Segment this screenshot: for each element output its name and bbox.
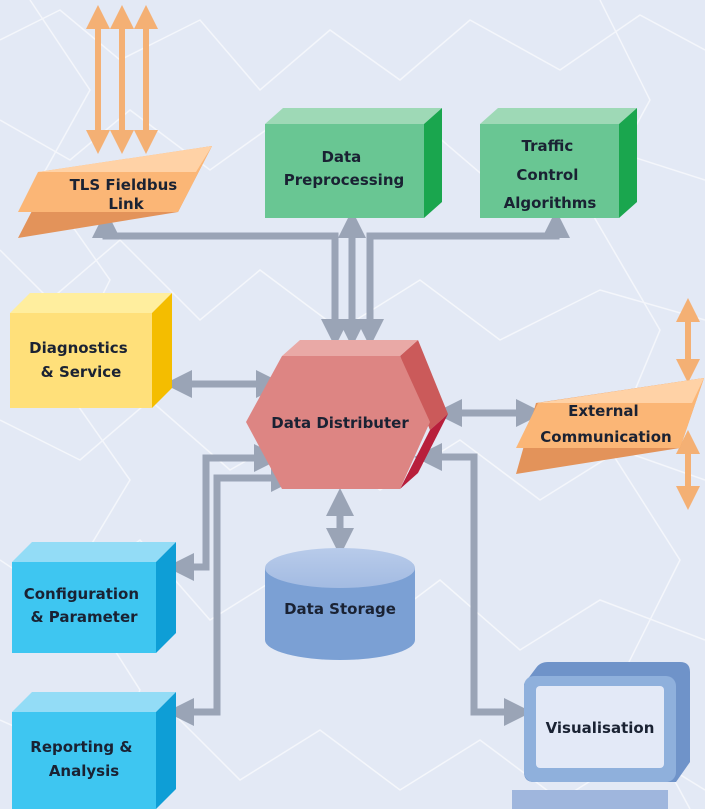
monitor-screen	[536, 686, 664, 768]
visualisation-node: Visualisation	[512, 662, 690, 809]
connector-hub-visualisation	[414, 443, 532, 726]
svg-text:TLS Fieldbus Link: TLS Fieldbus Link	[70, 176, 183, 213]
configuration-label-line1: Configuration	[24, 585, 139, 603]
data-preprocessing-label-line2: Preprocessing	[284, 171, 404, 189]
external-comm-label-line1: External	[568, 402, 639, 420]
reporting-label-line2: Analysis	[49, 762, 119, 780]
external-arrows	[86, 4, 700, 510]
data-distributer-hub: Data Distributer	[246, 340, 448, 489]
connector-reporting-hub	[166, 464, 299, 726]
configuration-node: Configuration & Parameter	[12, 542, 176, 653]
external-communication-node: External Communication	[516, 378, 704, 474]
traffic-control-label-line2: Control	[516, 166, 578, 184]
svg-text:Traffic Control Al: Traffic Control Algorithms	[504, 137, 597, 212]
traffic-control-label-line3: Algorithms	[504, 194, 597, 212]
monitor-stand	[512, 790, 668, 809]
connector-fieldbus-hub	[92, 210, 349, 347]
external-comm-label-line2: Communication	[540, 428, 671, 446]
diagnostics-label-line1: Diagnostics	[29, 339, 128, 357]
configuration-label-line2: & Parameter	[30, 608, 138, 626]
data-preprocessing-label-line1: Data	[321, 148, 361, 166]
data-distributer-label: Data Distributer	[271, 414, 409, 432]
tls-fieldbus-link-node: TLS Fieldbus Link	[18, 146, 212, 238]
visualisation-label: Visualisation	[546, 719, 655, 737]
connector-traffic-hub	[356, 210, 570, 347]
tls-fieldbus-label-line1: TLS Fieldbus	[70, 176, 178, 194]
reporting-node: Reporting & Analysis	[12, 692, 176, 809]
traffic-control-label-line1: Traffic	[522, 137, 574, 155]
svg-text:Diagnostics & Service: Diagnostics & Service	[29, 339, 133, 381]
svg-text:Data Preprocessing: Data Preprocessing	[284, 148, 404, 189]
data-preprocessing-node: Data Preprocessing	[265, 108, 442, 218]
connectors	[92, 210, 570, 726]
data-storage-node: Data Storage	[265, 548, 415, 660]
data-storage-label: Data Storage	[284, 600, 396, 618]
svg-text:External Communication: External Communication	[540, 402, 671, 446]
svg-text:Configuration & Paramete: Configuration & Parameter	[24, 585, 145, 626]
reporting-label-line1: Reporting &	[30, 738, 132, 756]
traffic-control-node: Traffic Control Algorithms	[480, 108, 637, 218]
connector-configuration-hub	[166, 444, 282, 581]
svg-text:Reporting & Analysis: Reporting & Analysis	[30, 738, 137, 780]
diagnostics-label-line2: & Service	[41, 363, 122, 381]
diagnostics-node: Diagnostics & Service	[10, 293, 172, 408]
tls-fieldbus-label-line2: Link	[108, 195, 144, 213]
